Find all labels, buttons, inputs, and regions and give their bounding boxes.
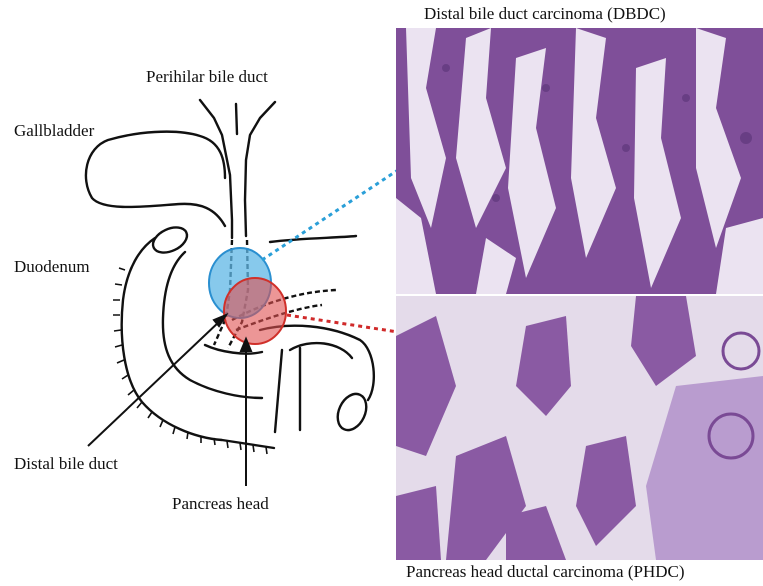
stomach-outline: [260, 326, 374, 400]
pancreas-lower: [205, 345, 262, 354]
dbdc-connector: [262, 170, 398, 260]
anatomy-diagram: [0, 0, 400, 586]
phdc-region: [224, 278, 286, 344]
hepatic-duct-left: [200, 100, 232, 238]
distal-bile-duct-arrow: [88, 320, 221, 446]
phdc-histology-panel: [396, 296, 763, 560]
phdc-caption: Pancreas head ductal carcinoma (PHDC): [406, 562, 685, 582]
stomach-end: [332, 389, 372, 434]
dbdc-histology-image: [396, 28, 763, 294]
phdc-histology-image: [396, 296, 763, 560]
hepatic-duct-right: [245, 102, 275, 236]
gallbladder: [86, 132, 225, 226]
phdc-connector: [287, 315, 398, 332]
dbdc-caption: Distal bile duct carcinoma (DBDC): [424, 4, 666, 24]
dbdc-histology-panel: [396, 28, 763, 294]
duodenum-lower: [275, 350, 282, 432]
pancreas-outline: [270, 236, 356, 242]
hepatic-duct-mid: [236, 104, 237, 134]
